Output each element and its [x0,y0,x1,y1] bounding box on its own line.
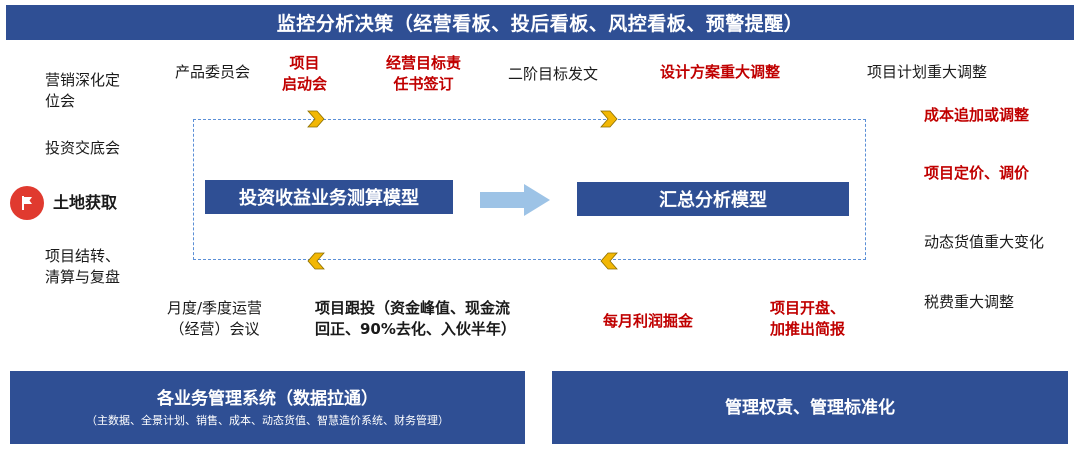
label-closing: 项目结转、 清算与复盘 [45,247,121,286]
systems-box: 各业务管理系统（数据拉通） （主数据、全景计划、销售、成本、动态货值、智慧造价系… [10,371,525,444]
systems-title: 各业务管理系统（数据拉通） [157,388,378,409]
label-business-target: 经营目标责 任书签订 [386,54,462,93]
systems-subtitle: （主数据、全景计划、销售、成本、动态货值、智慧造价系统、财务管理） [86,413,449,427]
label-product-committee: 产品委员会 [175,63,251,81]
label-land: 土地获取 [53,193,118,212]
label-dynamic-value: 动态货值重大变化 [924,233,1045,251]
summary-model-box: 汇总分析模型 [577,182,849,216]
label-plan-change: 项目计划重大调整 [867,63,988,81]
label-marketing: 营销深化定 位会 [45,71,121,110]
governance-title: 管理权责、管理标准化 [725,397,895,418]
label-monthly-profit: 每月利润掘金 [603,312,694,330]
process-loop-dashed-box [193,119,866,260]
label-monthly-meeting: 月度/季度运营 （经营）会议 [167,299,263,338]
label-project-kickoff: 项目 启动会 [282,54,328,93]
label-tax-change: 税费重大调整 [924,293,1015,311]
label-investment-meeting: 投资交底会 [45,139,121,157]
summary-model-label: 汇总分析模型 [659,190,767,211]
chevron-right-icon [600,110,618,128]
label-opening: 项目开盘、 加推出简报 [770,299,846,338]
top-banner: 监控分析决策（经营看板、投后看板、风控看板、预警提醒） [6,5,1074,40]
chevron-right-icon [307,110,325,128]
flag-icon [10,186,44,220]
label-pricing: 项目定价、调价 [924,164,1030,182]
chevron-left-icon [307,252,325,270]
label-design-change: 设计方案重大调整 [660,63,781,81]
label-project-tracking: 项目跟投（资金峰值、现金流 回正、90%去化、入伙半年） [315,299,516,338]
governance-box: 管理权责、管理标准化 [552,371,1068,444]
label-phase2-target: 二阶目标发文 [508,65,599,83]
chevron-left-icon [600,252,618,270]
label-cost-change: 成本追加或调整 [924,106,1030,124]
arrow-right-icon [480,184,550,216]
banner-title: 监控分析决策（经营看板、投后看板、风控看板、预警提醒） [276,13,804,35]
investment-model-box: 投资收益业务测算模型 [205,180,453,214]
investment-model-label: 投资收益业务测算模型 [239,188,419,209]
